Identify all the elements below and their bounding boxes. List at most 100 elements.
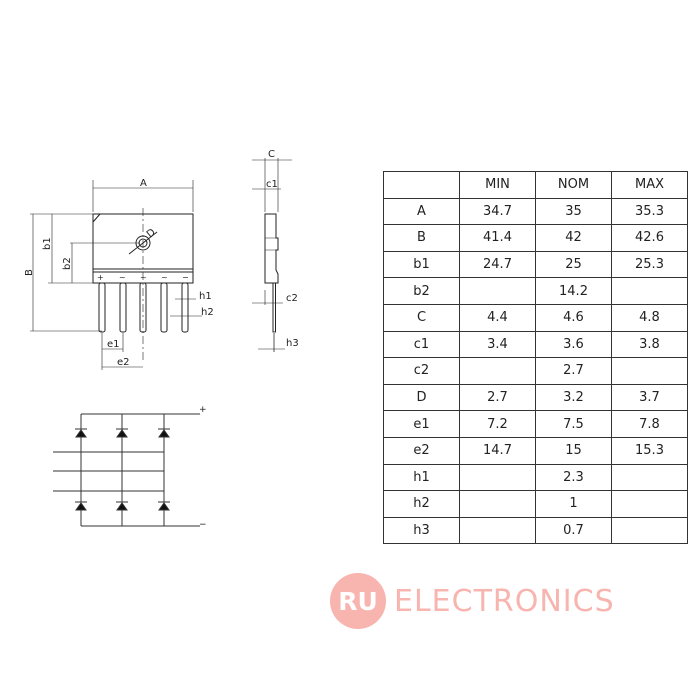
dim-c2: c2: [286, 293, 298, 304]
diode-icon: [75, 428, 87, 438]
dim-D: D: [145, 227, 158, 241]
pin-mark: −: [182, 273, 189, 282]
table-cell: h1: [383, 463, 460, 492]
side-dim-labels: C c1 c2 h3: [266, 149, 299, 349]
table-cell: 3.6: [535, 330, 612, 359]
dim-h1: h1: [199, 291, 212, 302]
dim-e2: e2: [117, 357, 130, 368]
diode-icon: [116, 501, 128, 511]
table-cell: b1: [383, 250, 460, 279]
circuit-plus-label: +: [199, 405, 207, 415]
table-cell: 42.6: [611, 224, 688, 252]
pin: [139, 282, 147, 333]
table-cell: 7.2: [459, 410, 536, 438]
logo-text: ELECTRONICS: [394, 583, 615, 619]
table-cell: 1: [535, 490, 612, 518]
table-cell: 3.8: [611, 330, 688, 359]
table-cell: 35: [535, 197, 612, 226]
table-cell: [459, 516, 536, 545]
table-cell: 3.7: [611, 383, 688, 412]
table-cell: B: [383, 224, 460, 252]
table-cell: 7.5: [535, 410, 612, 438]
side-view: [252, 158, 292, 352]
table-cell: 25: [535, 250, 612, 279]
table-cell: c1: [383, 330, 460, 359]
table-cell: 0.7: [535, 516, 612, 545]
table-cell: 42: [535, 224, 612, 252]
table-cell: 3.2: [535, 383, 612, 412]
table-cell: A: [383, 197, 460, 226]
table-cell: 14.2: [535, 277, 612, 305]
diode-icon: [75, 501, 87, 511]
dim-h3: h3: [286, 338, 299, 349]
table-cell: 34.7: [459, 197, 536, 226]
dim-c1: c1: [266, 179, 278, 190]
dim-B: B: [24, 269, 35, 276]
pin-mark: ~: [161, 273, 168, 282]
table-row: b2 14.2: [383, 277, 688, 305]
dim-b1: b1: [42, 237, 53, 250]
table-cell: [611, 277, 688, 305]
table-cell: [611, 490, 688, 518]
table-cell: D: [383, 383, 460, 412]
pin: [98, 282, 106, 333]
table-cell: 35.3: [611, 197, 688, 226]
table-row: h2 1: [383, 490, 688, 518]
dim-A: A: [140, 178, 147, 189]
table-cell: 25.3: [611, 250, 688, 279]
pin: [119, 282, 127, 333]
pin-mark: ~: [119, 273, 126, 282]
table-cell: 2.7: [535, 357, 612, 385]
pin-mark: ~: [140, 273, 147, 282]
table-cell: h3: [383, 516, 460, 545]
table-cell: 4.4: [459, 303, 536, 332]
table-cell: 3.4: [459, 330, 536, 359]
table-cell: [611, 516, 688, 545]
table-cell: 4.8: [611, 303, 688, 332]
pin: [160, 282, 168, 333]
table-cell: 24.7: [459, 250, 536, 279]
table-cell: 41.4: [459, 224, 536, 252]
ru-electronics-logo: RU ELECTRONICS: [330, 573, 615, 629]
table-cell: [611, 463, 688, 492]
table-cell: [611, 357, 688, 385]
table-cell: [459, 357, 536, 385]
diode-icon: [158, 501, 170, 511]
bridge-circuit: [53, 413, 200, 527]
pin: [181, 282, 189, 333]
table-cell: 4.6: [535, 303, 612, 332]
table-row: h1 2.3: [383, 463, 688, 492]
table-cell: h2: [383, 490, 460, 518]
table-cell: c2: [383, 357, 460, 385]
table-cell: 2.3: [535, 463, 612, 492]
table-cell: 14.7: [459, 436, 536, 465]
table-cell: e2: [383, 436, 460, 465]
table-cell: b2: [383, 277, 460, 305]
table-row: h3 0.7: [383, 516, 688, 545]
diode-icon: [158, 428, 170, 438]
table-cell: 15: [535, 436, 612, 465]
dim-b2: b2: [62, 257, 73, 270]
table-cell: [383, 171, 460, 199]
logo-mark: RU: [330, 573, 386, 629]
dim-h2: h2: [201, 307, 214, 318]
pin-mark: +: [97, 273, 104, 282]
table-cell: [459, 277, 536, 305]
table-cell: 2.7: [459, 383, 536, 412]
table-cell: NOM: [535, 171, 612, 199]
circuit-minus-label: −: [199, 520, 207, 530]
front-dim-labels: A B b1 b2 D e1 e2 h1 h2 + ~ ~ ~ −: [24, 178, 214, 368]
table-cell: e1: [383, 410, 460, 438]
